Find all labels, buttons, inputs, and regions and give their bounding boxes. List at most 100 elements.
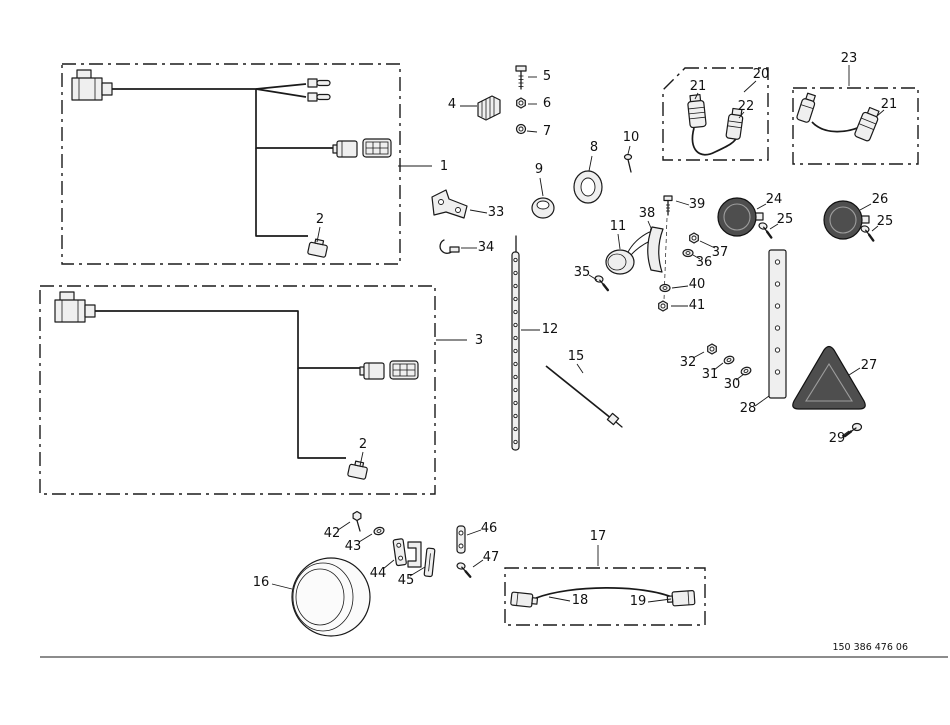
callout-28-label: 28 <box>740 401 757 416</box>
part-35-screw <box>592 274 612 292</box>
callout-20: 20 <box>743 67 770 93</box>
part-43-washer <box>372 525 386 537</box>
callout-10-label: 10 <box>623 130 640 145</box>
part-23-cable-assembly <box>796 92 880 142</box>
callout-9-label: 9 <box>535 162 543 177</box>
part-4-rubber-block <box>477 95 501 121</box>
callout-37: 37 <box>699 240 729 260</box>
part-19-connector <box>666 589 696 607</box>
part-39-screw <box>663 195 673 216</box>
callout-38-label: 38 <box>639 206 656 221</box>
callout-11: 11 <box>610 219 627 250</box>
part-10-screw <box>623 153 633 173</box>
callout-9: 9 <box>535 162 544 197</box>
callout-19: 19 <box>630 594 672 609</box>
callout-25-label: 25 <box>777 212 794 227</box>
callout-3-label: 3 <box>475 333 483 348</box>
callout-40: 40 <box>671 277 706 292</box>
part-46-strip <box>456 525 466 554</box>
callout-1-label: 1 <box>440 159 448 174</box>
part-40-washer <box>659 283 671 293</box>
callout-40-label: 40 <box>689 277 706 292</box>
callout-47: 47 <box>472 550 500 568</box>
part-45-plate <box>423 547 436 578</box>
part-6-nut <box>516 97 526 109</box>
harness-1-plug <box>71 69 113 101</box>
part-31-washer <box>722 354 736 366</box>
callout-21-label: 21 <box>881 97 898 112</box>
callout-29: 29 <box>829 430 850 446</box>
harness-box-1-frame <box>61 63 401 265</box>
part-33-bracket <box>431 189 468 219</box>
part-32-nut <box>707 343 717 355</box>
callout-16-label: 16 <box>253 575 270 590</box>
callout-26-label: 26 <box>872 192 889 207</box>
part-20-cable-assembly <box>687 94 744 156</box>
callout-12-label: 12 <box>542 322 559 337</box>
callout-33: 33 <box>469 205 505 220</box>
callout-46: 46 <box>466 521 497 536</box>
callout-20-label: 20 <box>753 67 770 82</box>
callout-2b: 2 <box>359 437 367 467</box>
callout-28: 28 <box>740 395 770 416</box>
callout-32: 32 <box>680 351 705 370</box>
callout-17-label: 17 <box>590 529 607 544</box>
callout-8: 8 <box>588 140 598 172</box>
callout-36: 36 <box>692 254 713 270</box>
callout-2a: 2 <box>316 212 324 243</box>
callout-42: 42 <box>324 521 351 541</box>
harness-box-3-frame <box>39 285 436 495</box>
callout-33-label: 33 <box>488 205 505 220</box>
callout-21b: 21 <box>876 97 898 117</box>
part-34-clip <box>439 239 460 254</box>
callout-30-label: 30 <box>724 377 741 392</box>
callout-2-label: 2 <box>359 437 367 452</box>
part-9-grommet <box>531 197 555 219</box>
cable-box-17-frame <box>504 567 706 626</box>
part-27-triangle-reflector <box>792 345 866 410</box>
part-2-connector <box>307 238 328 258</box>
callout-22: 22 <box>738 99 754 119</box>
part-41-nut <box>658 300 668 312</box>
callout-34: 34 <box>461 240 494 255</box>
part-44-bracket <box>392 538 422 568</box>
callout-38: 38 <box>639 206 656 229</box>
callout-36-label: 36 <box>696 255 713 270</box>
callout-11-label: 11 <box>610 219 627 234</box>
callout-23-label: 23 <box>841 51 858 66</box>
callout-8-label: 8 <box>590 140 598 155</box>
part-22-connector <box>725 107 744 140</box>
callout-37-label: 37 <box>712 245 729 260</box>
callout-47-label: 47 <box>483 550 500 565</box>
part-37-nut <box>689 232 699 244</box>
callout-23: 23 <box>841 51 858 86</box>
part-24-round-reflector <box>717 197 764 237</box>
callout-43-label: 43 <box>345 539 362 554</box>
part-16-headlamp <box>291 557 371 637</box>
part-2-connector <box>347 460 368 480</box>
callout-15-label: 15 <box>568 349 585 364</box>
callout-45-label: 45 <box>398 573 415 588</box>
harness-3-plug <box>54 291 96 323</box>
callout-3: 3 <box>436 333 483 348</box>
part-5-screw <box>515 65 527 90</box>
part-8-grommet <box>573 170 603 204</box>
callout-12: 12 <box>521 322 558 337</box>
callout-4-label: 4 <box>448 97 456 112</box>
callout-4: 4 <box>448 97 477 112</box>
callout-10: 10 <box>623 130 640 155</box>
callout-15: 15 <box>568 349 585 374</box>
part-38-bracket <box>647 226 664 273</box>
part-7-washer <box>515 123 527 135</box>
part-36-washer <box>682 248 694 258</box>
callout-18-label: 18 <box>572 593 589 608</box>
callout-43: 43 <box>345 533 373 554</box>
callout-21a: 21 <box>690 79 706 100</box>
callout-32-label: 32 <box>680 355 697 370</box>
part-26-round-reflector <box>823 200 870 240</box>
part-30-washer <box>739 365 753 377</box>
callout-24-label: 24 <box>766 192 783 207</box>
part-21-connector <box>687 94 707 129</box>
callout-18: 18 <box>548 593 589 608</box>
callout-35: 35 <box>574 265 598 281</box>
